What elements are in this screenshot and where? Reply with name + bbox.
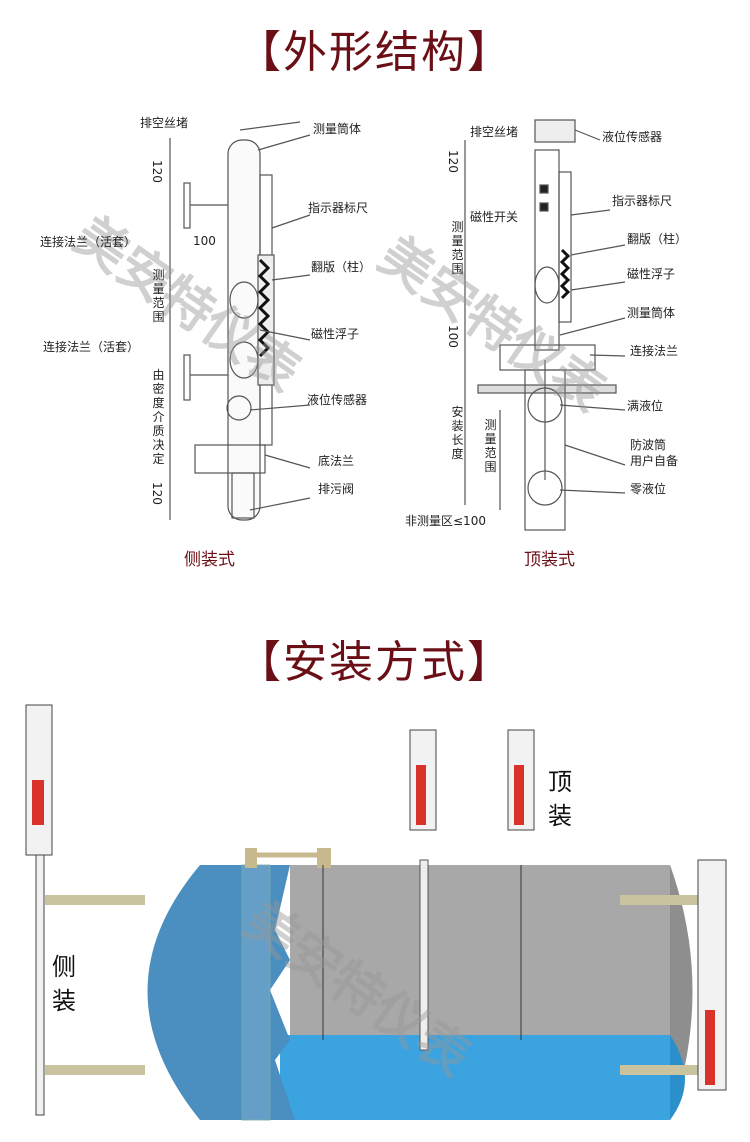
dim-mid-top: 100 xyxy=(446,325,460,348)
label-magnetic-float-top: 磁性浮子 xyxy=(627,267,676,281)
label-measuring-range-2: 测量范围 xyxy=(484,418,497,474)
label-connect-flange: 连接法兰 xyxy=(630,344,679,358)
installation-illustration xyxy=(25,704,727,1121)
label-level-sensor-top: 液位传感器 xyxy=(602,130,663,144)
label-drain-valve: 排污阀 xyxy=(318,482,355,496)
label-measuring-range-top: 测量范围 xyxy=(451,220,464,276)
label-vent-plug-top: 排空丝堵 xyxy=(470,125,519,139)
label-flange-upper: 连接法兰（活套） xyxy=(40,235,137,249)
label-full-level: 满液位 xyxy=(627,399,664,413)
dim-offset: 100 xyxy=(193,234,216,248)
label-magnetic-float: 磁性浮子 xyxy=(311,327,360,341)
dim-top: 120 xyxy=(150,160,164,183)
label-flap-top: 翻版（柱） xyxy=(627,232,688,246)
label-measuring-range: 测量范围 xyxy=(152,268,165,324)
side-mount-drawing xyxy=(169,121,311,521)
label-magnetic-switch: 磁性开关 xyxy=(470,210,519,224)
dim-top-top: 120 xyxy=(446,150,460,173)
label-non-measure: 非测量区≤100 xyxy=(405,514,486,528)
label-bottom-flange: 底法兰 xyxy=(318,454,355,468)
label-wave-tube: 防波筒 xyxy=(630,438,667,452)
label-vent-plug: 排空丝堵 xyxy=(140,116,189,130)
label-flap: 翻版（柱） xyxy=(311,260,372,274)
caption-top-mount: 顶装式 xyxy=(524,550,575,570)
label-top-install: 顶装 xyxy=(548,768,572,830)
section-title-structure: 【外形结构】 xyxy=(237,27,513,78)
label-user-supplied: 用户自备 xyxy=(630,454,679,468)
label-side-install: 侧装 xyxy=(52,953,76,1015)
label-zero-level: 零液位 xyxy=(630,482,667,496)
label-indicator-scale: 指示器标尺 xyxy=(308,201,369,215)
label-level-sensor: 液位传感器 xyxy=(307,393,368,407)
dim-bottom: 120 xyxy=(150,482,164,505)
label-install-length: 安装长度 xyxy=(451,405,464,461)
top-mount-drawing xyxy=(464,119,626,531)
label-measuring-tube: 测量筒体 xyxy=(313,122,362,136)
label-indicator-scale-top: 指示器标尺 xyxy=(612,194,673,208)
label-measuring-tube-top: 测量筒体 xyxy=(627,306,676,320)
caption-side-mount: 侧装式 xyxy=(184,550,235,570)
label-flange-lower: 连接法兰（活套） xyxy=(43,340,140,354)
section-title-installation: 【安装方式】 xyxy=(237,637,513,688)
label-density-note: 由密度介质决定 xyxy=(152,368,165,466)
